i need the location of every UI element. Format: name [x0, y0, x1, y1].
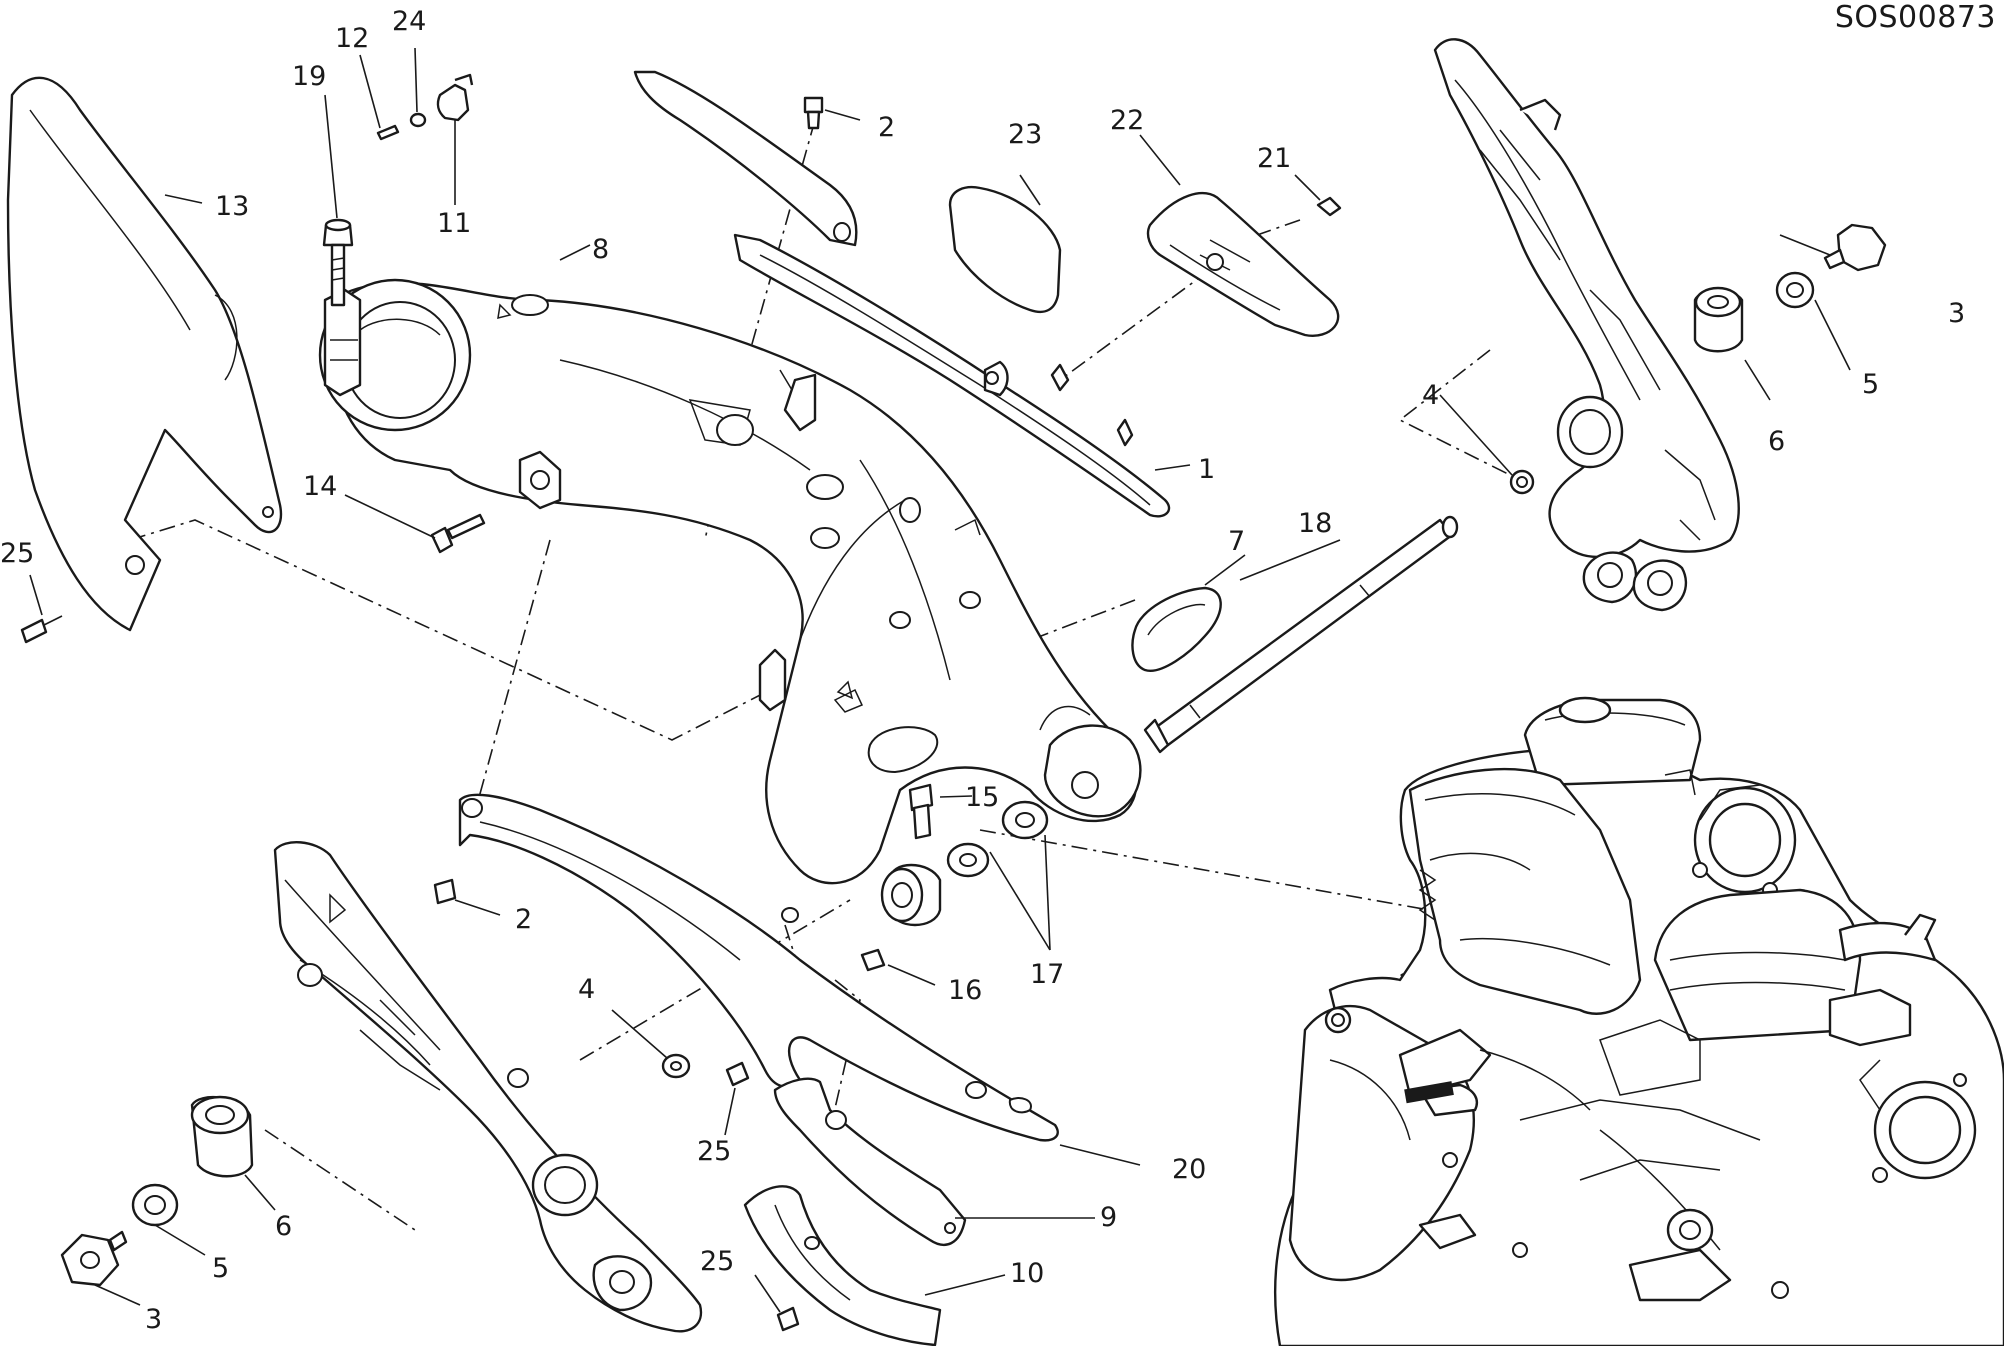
guard-10	[743, 1185, 942, 1346]
callout-25: 25	[700, 1246, 734, 1277]
chain-slider-1	[733, 233, 1171, 518]
bolt-14	[430, 513, 486, 554]
callout-21: 21	[1257, 143, 1291, 174]
screw-21	[1316, 196, 1342, 217]
callout-17: 17	[1030, 959, 1064, 990]
sticker-23	[948, 186, 1062, 314]
screw-2-upper	[803, 96, 824, 130]
callout-4: 4	[578, 974, 595, 1005]
callout-12: 12	[335, 23, 369, 54]
callout-numbers: 1 2 2 3 3 4 4 5 5 6 6 7 8 9 10 11 12 13 …	[0, 6, 1965, 1335]
callout-3: 3	[145, 1304, 162, 1335]
callout-1: 1	[1198, 454, 1215, 485]
callout-6: 6	[275, 1211, 292, 1242]
callout-7: 7	[1228, 526, 1245, 557]
callout-2: 2	[515, 904, 532, 935]
guard-9	[773, 1077, 967, 1246]
rear-hugger-13	[6, 76, 283, 632]
lower-chain-guard-20	[458, 793, 1059, 1142]
callout-9: 9	[1100, 1202, 1117, 1233]
callout-6: 6	[1768, 426, 1785, 457]
left-hardware	[60, 1053, 691, 1287]
right-hardware	[1509, 223, 1887, 495]
callout-20: 20	[1172, 1154, 1206, 1185]
screw-25-left	[20, 615, 63, 644]
callout-24: 24	[392, 6, 426, 37]
chain-guard-upper	[633, 70, 858, 247]
callout-5: 5	[212, 1253, 229, 1284]
callout-8: 8	[592, 234, 609, 265]
small-parts-11-12-24	[376, 73, 474, 141]
leader-lines	[29, 47, 1851, 1313]
callout-19: 19	[292, 61, 326, 92]
callout-16: 16	[948, 975, 982, 1006]
callout-14: 14	[303, 471, 337, 502]
bolt-15	[908, 783, 934, 840]
callout-22: 22	[1110, 105, 1144, 136]
footpeg-bracket-right	[1433, 38, 1740, 612]
bushing-16	[860, 863, 942, 972]
callout-15: 15	[965, 782, 999, 813]
callout-13: 13	[215, 191, 249, 222]
drawing-code: SOS00873	[1834, 0, 1996, 35]
pad-7	[1131, 586, 1222, 672]
callout-11: 11	[437, 208, 471, 239]
callout-25: 25	[0, 538, 34, 569]
bolt-19	[322, 218, 354, 307]
callout-5: 5	[1862, 369, 1879, 400]
callout-3: 3	[1948, 298, 1965, 329]
screws-25	[725, 1061, 800, 1332]
washers-17	[946, 800, 1049, 878]
callout-2: 2	[878, 112, 895, 143]
screw-2-lower	[433, 878, 457, 905]
cover-22	[1146, 191, 1340, 337]
swingarm-8	[318, 278, 1142, 885]
callout-10: 10	[1010, 1258, 1044, 1289]
callout-25: 25	[697, 1136, 731, 1167]
engine	[1274, 696, 2004, 1346]
footpeg-bracket-left	[273, 841, 703, 1333]
callout-4: 4	[1422, 380, 1439, 411]
axle-18	[1143, 515, 1459, 754]
callout-23: 23	[1008, 119, 1042, 150]
callout-18: 18	[1298, 508, 1332, 539]
